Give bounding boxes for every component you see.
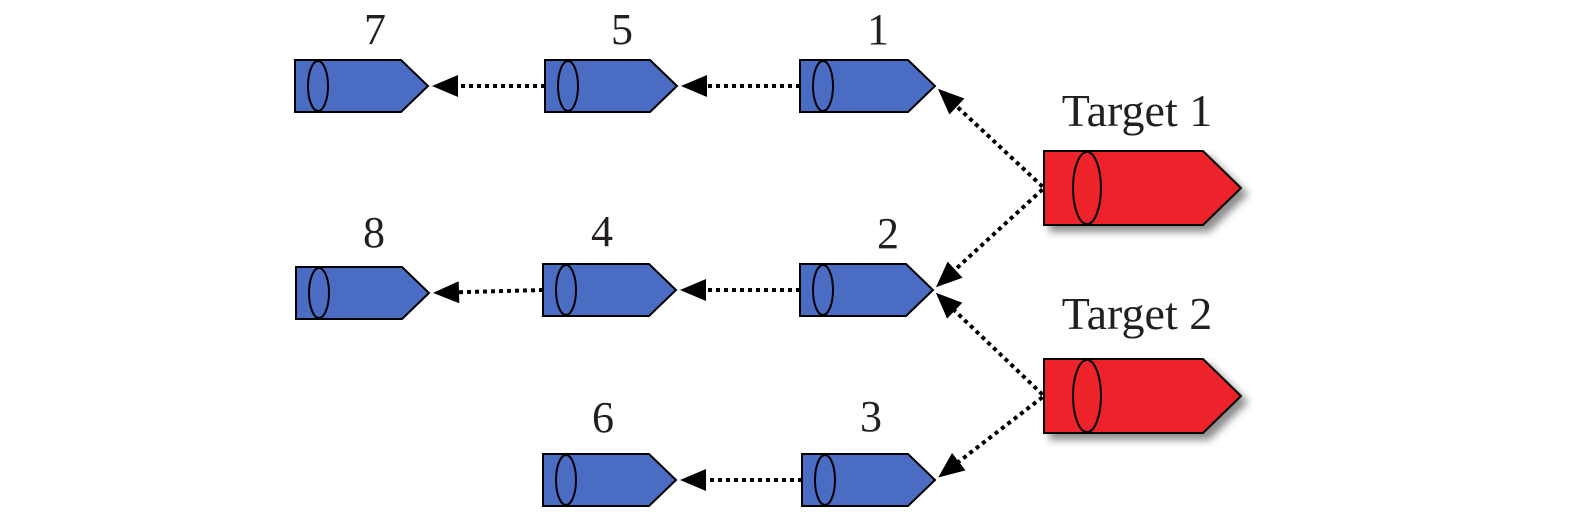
follower-ship-7: 7: [294, 5, 430, 113]
hull-ring: [812, 60, 834, 112]
follower-ship-5: 5: [544, 5, 679, 113]
hull-ring: [307, 60, 329, 112]
dotted-link-line: [458, 287, 552, 295]
ship-number-label: 8: [363, 208, 385, 257]
hull-ring: [1072, 359, 1102, 433]
ship-hull: [799, 263, 935, 317]
follower-ship-3: 3: [801, 392, 937, 507]
ship-hull: [542, 453, 678, 507]
ship-number-label: 3: [860, 392, 882, 441]
ship-number-label: 4: [591, 207, 613, 256]
link-arrow: [680, 469, 810, 491]
hull-ring: [814, 454, 836, 506]
hull-ring: [308, 267, 330, 319]
ship-number-label: 1: [867, 5, 889, 54]
dotted-link-line: [955, 105, 1044, 189]
arrowhead: [938, 452, 966, 478]
ship-number-label: 5: [611, 5, 633, 54]
link-arrow: [680, 279, 808, 301]
follower-ship-6: 6: [542, 393, 678, 507]
target-2-ship: Target 2: [1043, 288, 1243, 434]
arrowhead: [681, 75, 707, 97]
link-arrow: [432, 281, 552, 304]
dotted-link-line: [953, 187, 1044, 272]
target-label: Target 2: [1062, 288, 1213, 339]
dotted-link-line: [957, 395, 1044, 464]
arrowhead: [432, 281, 460, 304]
link-arrow: [681, 75, 808, 97]
follower-ship-4: 4: [542, 207, 678, 317]
hull-ring: [557, 60, 579, 112]
ship-hull: [799, 59, 937, 113]
target-1-ship: Target 1: [1043, 85, 1243, 226]
link-arrow: [432, 75, 553, 97]
arrowhead: [680, 469, 706, 491]
link-arrow: [935, 292, 1044, 397]
arrowhead: [680, 279, 706, 301]
ship-number-label: 2: [877, 209, 899, 258]
link-arrow: [938, 395, 1044, 478]
ship-hull: [801, 453, 937, 507]
links-layer: [432, 75, 1044, 491]
follower-ship-2: 2: [799, 209, 935, 317]
hull-ring: [812, 264, 834, 316]
ship-hull: [542, 263, 678, 317]
link-arrow: [937, 88, 1044, 189]
hull-ring: [555, 454, 577, 506]
dotted-link-line: [953, 309, 1044, 397]
ship-number-label: 6: [592, 393, 614, 442]
arrowhead: [935, 292, 963, 319]
follower-ship-1: 1: [799, 5, 937, 113]
link-arrow: [935, 187, 1044, 288]
arrowhead: [432, 75, 458, 97]
arrowhead: [937, 88, 965, 115]
arrowhead: [935, 261, 963, 288]
ship-hull: [295, 266, 431, 320]
target-label: Target 1: [1062, 85, 1213, 136]
target-hull: [1043, 358, 1243, 434]
ship-hull: [544, 59, 679, 113]
ship-number-label: 7: [364, 5, 386, 54]
follower-ship-8: 8: [295, 208, 431, 320]
hull-ring: [555, 264, 577, 316]
nodes-layer: 1 2 3 4 5 6 7 8 Target 1 Target 2: [294, 5, 1243, 507]
target-hull: [1043, 150, 1243, 226]
ship-hull: [294, 59, 430, 113]
hull-ring: [1072, 151, 1102, 225]
